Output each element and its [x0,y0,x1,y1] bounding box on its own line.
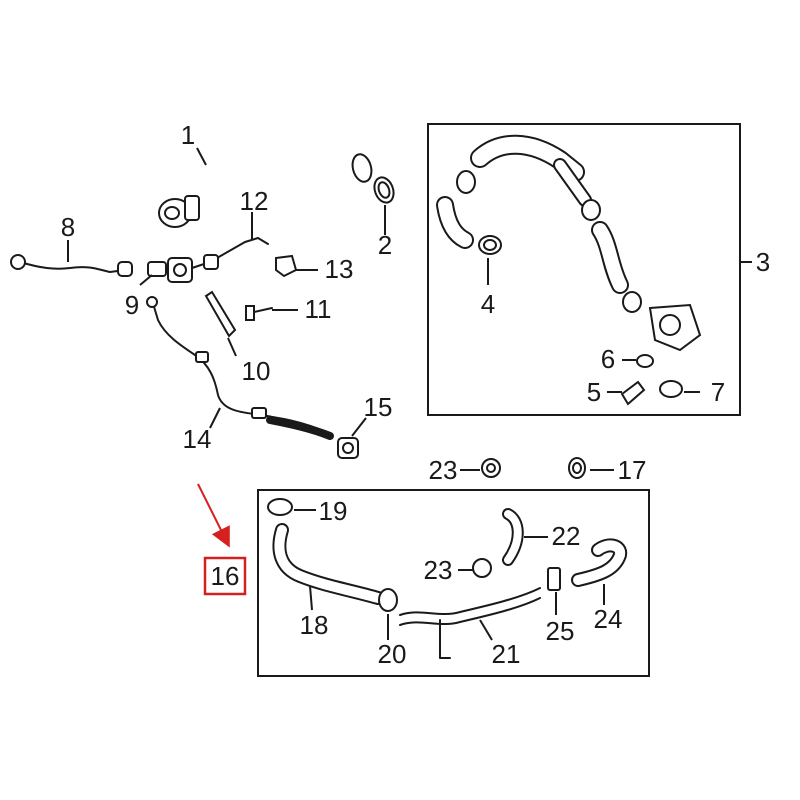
callout-1: 1 [181,120,195,150]
part-5-sensor [620,380,646,406]
leader-lines [67,147,752,641]
group-box-3 [427,123,741,416]
callout-13: 13 [325,254,354,284]
part-3-assembly [436,134,702,352]
part-2-clamp [373,176,395,204]
part-4-clamp [478,235,502,255]
callout-10: 10 [242,356,271,386]
callout-2: 2 [378,230,392,260]
part-13-clip [275,254,298,278]
callout-20: 20 [378,639,407,669]
part-18-hose [272,523,385,605]
part-23-clamp-inner [472,558,492,578]
callout-3: 3 [756,247,770,277]
callout-21: 21 [492,639,521,669]
part-17-clamp [568,457,586,479]
callout-25: 25 [546,616,575,646]
part-24-hose [571,538,628,587]
callout-7: 7 [711,377,725,407]
callout-8: 8 [61,212,75,242]
callout-14: 14 [183,424,212,454]
callout-4: 4 [481,289,495,319]
callout-19: 19 [319,496,348,526]
callout-15: 15 [364,392,393,422]
callout-18: 18 [300,610,329,640]
highlight-arrow [197,483,230,548]
part-1-hose [158,143,373,228]
callout-22: 22 [552,521,581,551]
part-23-clamp-top [481,458,501,478]
callout-9: 9 [125,290,139,320]
part-19-cap [267,498,293,516]
part-12-valve-pipe [167,237,269,283]
part-20-clamp [378,588,398,612]
part-8-pipe [10,254,133,277]
part-6-washer [636,354,654,368]
callout-24: 24 [594,604,623,634]
part-11-bolt [245,305,273,321]
callout-16: 16 [211,561,240,591]
callout-5: 5 [587,377,601,407]
callout-17: 17 [618,455,647,485]
part-10-bracket [204,290,237,338]
part-7-clip [659,380,683,398]
callout-23-inner: 23 [424,555,453,585]
callout-23-top: 23 [429,455,458,485]
part-15-fitting [337,437,359,459]
part-25-bracket [547,567,561,591]
group-box-16 [257,489,650,677]
part-21-pipe [399,587,541,659]
callout-6: 6 [601,344,615,374]
part-22-hose [502,508,524,566]
part-14-hose [146,296,334,440]
callout-11: 11 [305,294,332,324]
callout-12: 12 [240,186,269,216]
highlight-box [203,556,247,596]
